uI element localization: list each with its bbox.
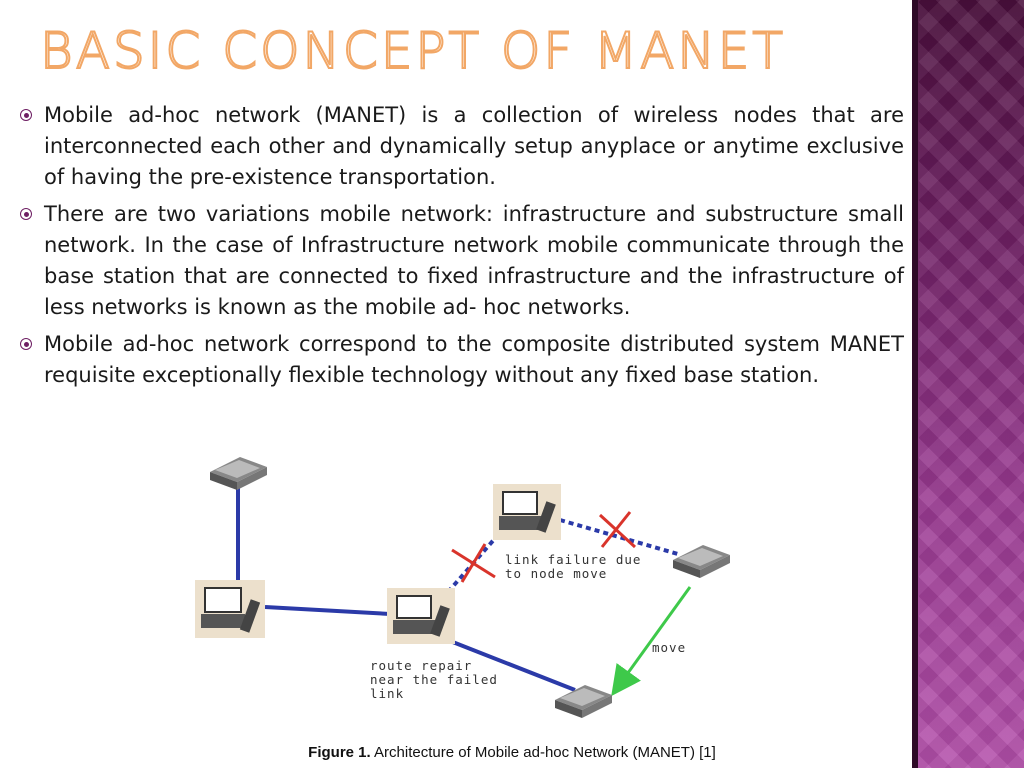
bullet-list: Mobile ad-hoc network (MANET) is a colle… (14, 100, 904, 397)
failed-link (559, 518, 679, 556)
figure-label: link (370, 686, 404, 701)
bullet-item: Mobile ad-hoc network correspond to the … (14, 329, 904, 391)
link-failure-x-icon (598, 511, 637, 549)
pda-node-icon (493, 484, 561, 540)
decorative-side-band (912, 0, 1024, 768)
wireless-link (264, 605, 391, 616)
figure-label: near the failed (370, 672, 498, 687)
wireless-link (439, 635, 576, 692)
laptop-node-icon (210, 457, 267, 490)
bullet-circle-icon (20, 338, 32, 350)
bullet-item: There are two variations mobile network:… (14, 199, 904, 323)
slide-title: BASIC CONCEPT OF MANET (39, 21, 786, 81)
figure-label: link failure due (505, 552, 641, 567)
move-arrow (611, 586, 692, 697)
figure-label: route repair (370, 658, 472, 673)
figure-caption-text: Architecture of Mobile ad-hoc Network (M… (370, 744, 716, 761)
figure-label: to node move (505, 566, 607, 581)
bullet-text: There are two variations mobile network:… (44, 202, 904, 319)
laptop-node-icon (673, 545, 730, 578)
laptop-node-icon (555, 685, 612, 718)
bullet-text: Mobile ad-hoc network (MANET) is a colle… (44, 103, 904, 189)
bullet-circle-icon (20, 208, 32, 220)
figure-label: move (652, 640, 686, 655)
figure-caption: Figure 1. Architecture of Mobile ad-hoc … (0, 744, 1024, 761)
bullet-text: Mobile ad-hoc network correspond to the … (44, 332, 904, 387)
bullet-item: Mobile ad-hoc network (MANET) is a colle… (14, 100, 904, 193)
figure-caption-number: Figure 1. (308, 744, 371, 761)
pda-node-icon (387, 588, 455, 644)
pda-node-icon (195, 580, 265, 638)
manet-architecture-figure: link failure due to node move move route… (195, 457, 730, 718)
link-failure-x-icon (451, 543, 496, 583)
bullet-circle-icon (20, 109, 32, 121)
